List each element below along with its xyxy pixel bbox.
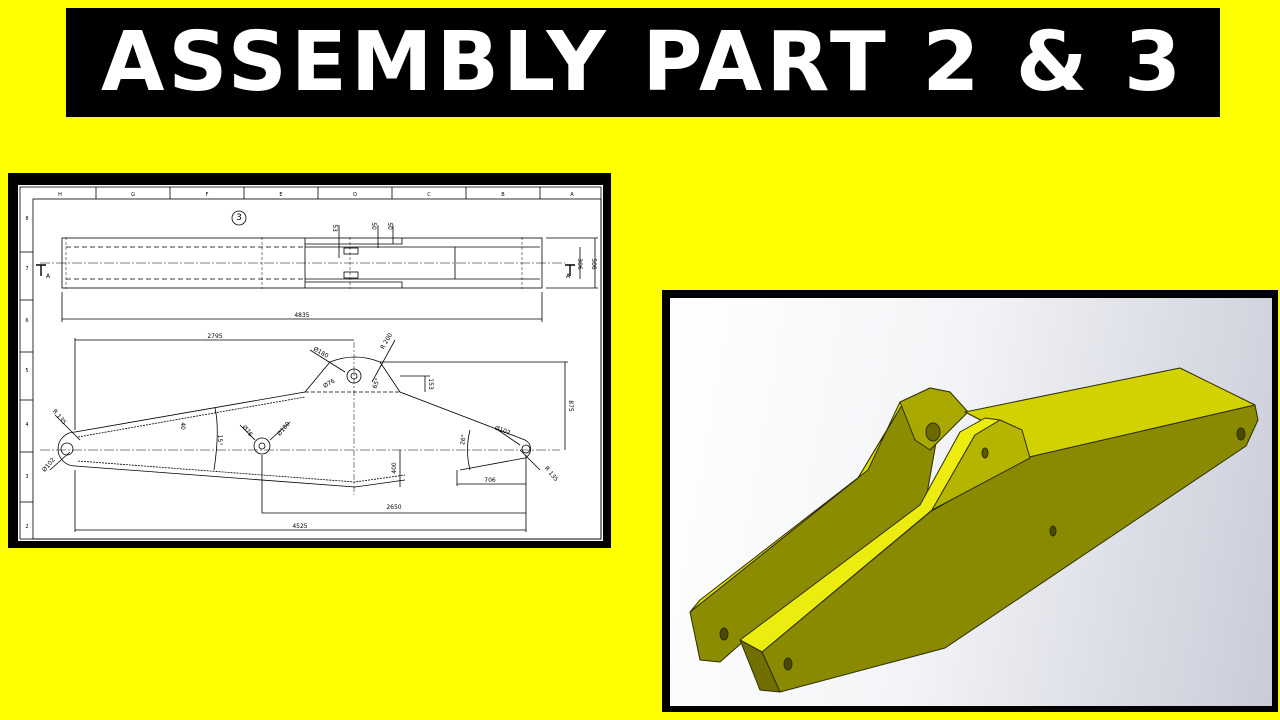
- inner-frame: [32, 198, 602, 540]
- front-lug-hole: [981, 447, 989, 459]
- dim-26: 26°: [459, 434, 468, 446]
- dim-overall-length: 4835: [294, 312, 309, 319]
- front-lug: [931, 419, 1031, 511]
- part-number-label: 3: [236, 213, 242, 223]
- drawing-sheet: H G F E D C B A 8 7 6 5 4 3 2: [18, 185, 603, 541]
- dim-4525: 4525: [292, 523, 307, 530]
- dim-r135-right: R 135: [543, 465, 560, 483]
- dim-400: 400: [391, 462, 398, 474]
- column-label: A: [570, 192, 574, 198]
- middle-hole: [1049, 525, 1057, 537]
- dim-65: 65°: [371, 377, 381, 389]
- row-label: 3: [25, 474, 28, 480]
- column-label: F: [206, 192, 209, 198]
- sheet-border: [19, 186, 602, 540]
- 3d-render-panel: [662, 290, 1278, 712]
- row-label: 6: [25, 318, 28, 324]
- dim-r200: R 200: [379, 332, 394, 351]
- title-text: ASSEMBLY PART 2 & 3: [100, 15, 1186, 110]
- front-arm-end-face: [739, 639, 781, 693]
- section-label-right: A: [566, 273, 571, 280]
- section-label-left: A: [46, 273, 51, 280]
- top-view: [36, 210, 598, 322]
- dim-50: 50: [386, 222, 393, 230]
- 3d-viewport: [670, 298, 1272, 706]
- dim-d180-top: Ø180: [312, 346, 330, 360]
- dim-53: 53: [331, 224, 338, 232]
- column-label: B: [501, 192, 505, 198]
- row-label: 5: [25, 368, 28, 374]
- 3d-arm-model: [689, 367, 1259, 693]
- column-label: H: [58, 192, 62, 198]
- column-label: C: [427, 192, 431, 198]
- row-label: 7: [25, 266, 28, 272]
- dim-outer-height: 506: [590, 258, 597, 270]
- dim-d102-right: Ø102: [494, 425, 512, 437]
- column-label: G: [131, 192, 135, 198]
- column-dividers: [20, 187, 541, 503]
- right-end-hole: [1236, 427, 1246, 441]
- back-arm-end-hole: [719, 627, 729, 641]
- side-view: [40, 338, 568, 532]
- dim-d76-top: Ø76: [322, 377, 336, 389]
- dim-706: 706: [484, 477, 496, 484]
- row-label: 8: [25, 216, 28, 222]
- technical-drawing-panel: H G F E D C B A 8 7 6 5 4 3 2: [8, 173, 611, 548]
- dim-40: 40: [179, 422, 186, 430]
- top-pin-hole: [925, 422, 941, 442]
- dim-875: 875: [567, 400, 574, 412]
- column-label: D: [353, 192, 357, 198]
- dim-inner-height: 306: [576, 258, 583, 270]
- dim-d102-left: Ø102: [41, 456, 57, 473]
- front-arm-end-hole: [783, 657, 793, 671]
- dim-50: 50: [370, 222, 377, 230]
- dim-r135-left: R 135: [51, 408, 68, 426]
- dim-153: 153: [427, 378, 434, 390]
- technical-drawing: H G F E D C B A 8 7 6 5 4 3 2: [19, 186, 602, 540]
- dim-2795: 2795: [207, 333, 222, 340]
- row-label: 2: [25, 524, 28, 530]
- row-label: 4: [25, 422, 28, 428]
- column-label: E: [279, 192, 282, 198]
- dim-d76-mid: Ø76: [240, 424, 253, 438]
- title-banner: ASSEMBLY PART 2 & 3: [66, 8, 1220, 117]
- dim-2650: 2650: [386, 504, 401, 511]
- dim-15: 15°: [216, 435, 223, 446]
